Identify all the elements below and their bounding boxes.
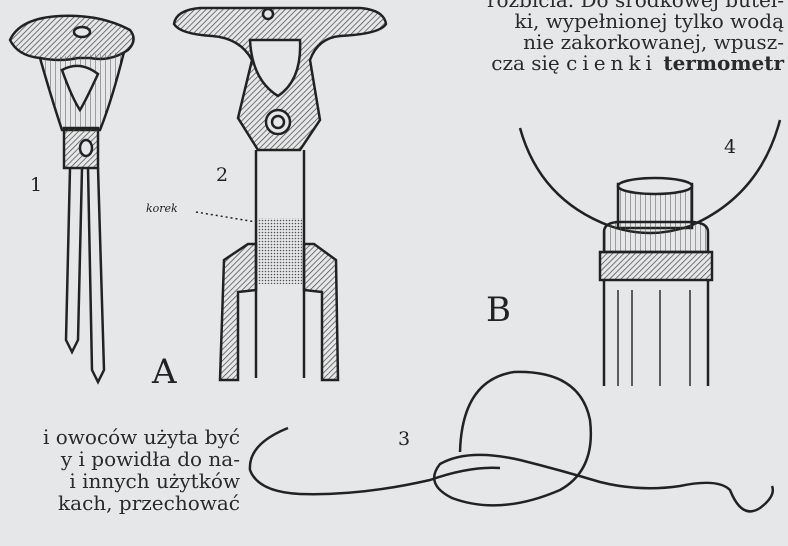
text-bottom-line-1: i owoców użyta być: [0, 426, 240, 448]
figure-label-4: 4: [724, 136, 736, 158]
text-block-top: rozbicia. Do środkowej butel- ki, wypełn…: [392, 0, 784, 74]
figure-label-2: 2: [216, 164, 228, 186]
cork-label: korek: [146, 202, 178, 215]
text-top-line-2: ki, wypełnionej tylko wodą: [392, 11, 784, 32]
bottle-drawing: [520, 120, 780, 386]
text-top-line-4-spaced: cienki: [566, 51, 657, 75]
figure-label-b: B: [486, 290, 511, 330]
figure-label-3: 3: [398, 428, 410, 450]
text-top-line-3: nie zakorkowanej, wpusz-: [392, 32, 784, 53]
tool-2-drawing: [174, 8, 386, 380]
knot-drawing: [250, 372, 773, 512]
figure-label-1: 1: [30, 174, 42, 196]
tool-1-drawing: [10, 16, 134, 382]
text-bottom-line-4: kach, przechować: [0, 492, 240, 514]
text-block-bottom: i owoców użyta być y i powidła do na- i …: [0, 426, 240, 514]
text-top-line-4: cza się cienki termometr: [392, 53, 784, 74]
text-top-line-4-bold: termometr: [663, 51, 784, 75]
text-top-line-4-prefix: cza się: [491, 51, 560, 75]
text-bottom-line-3: i innych użytków: [0, 470, 240, 492]
text-bottom-line-2: y i powidła do na-: [0, 448, 240, 470]
figure-label-a: A: [152, 352, 177, 392]
